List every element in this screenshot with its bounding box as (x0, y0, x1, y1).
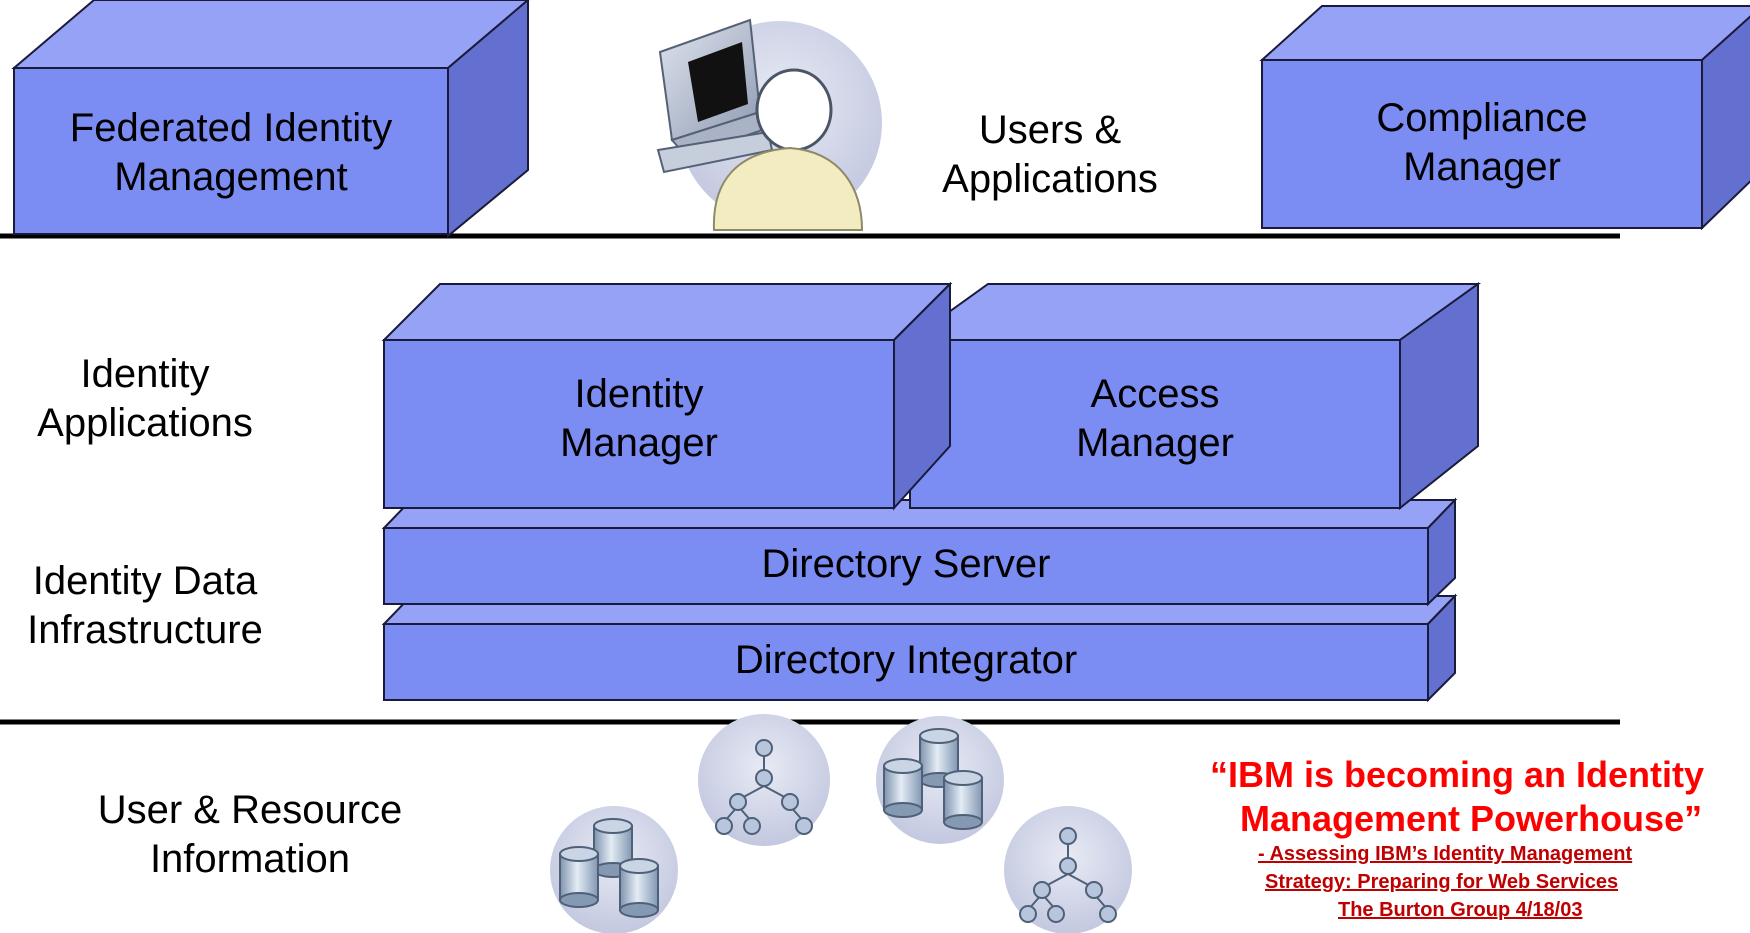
identity-data-infrastructure-label: Identity Data Infrastructure (0, 557, 290, 655)
quote-line2: Management Powerhouse” (1240, 798, 1703, 839)
users-applications-line1: Users & (978, 108, 1122, 152)
access-manager-label: Access Manager (910, 370, 1400, 468)
identity-applications-label: Identity Applications (0, 350, 290, 448)
directory-integrator-label: Directory Integrator (734, 638, 1078, 682)
identity-applications-line1: Identity (80, 352, 210, 396)
compliance-manager-line2: Manager (1403, 144, 1561, 189)
compliance-manager-box (1259, 5, 1750, 231)
access-manager-line1: Access (1090, 372, 1220, 416)
users-applications-label: Users & Applications (900, 106, 1200, 204)
identity-applications-line2: Applications (37, 400, 253, 445)
database-cylinders-icon (550, 806, 678, 933)
federated-identity-box (11, 0, 530, 239)
access-manager-line2: Manager (1076, 420, 1234, 465)
compliance-manager-line1: Compliance (1376, 96, 1588, 140)
federated-identity-line1: Federated Identity (69, 106, 393, 150)
directory-integrator-slab (381, 593, 1458, 703)
identity-manager-line1: Identity (574, 372, 704, 416)
compliance-manager-label: Compliance Manager (1262, 94, 1702, 192)
identity-manager-line2: Manager (560, 420, 718, 465)
quote-line1: “IBM is becoming an Identity (1210, 754, 1705, 795)
citation-line1: - Assessing IBM’s Identity Management (1258, 843, 1633, 865)
directory-server-label: Directory Server (761, 542, 1051, 586)
identity-manager-label: Identity Manager (384, 370, 894, 468)
user-resource-line1: User & Resource (97, 788, 403, 832)
identity-manager-box (381, 281, 953, 511)
directory-tree-icon (1004, 806, 1132, 933)
federated-identity-line2: Management (114, 154, 348, 199)
users-applications-line2: Applications (942, 156, 1158, 201)
federated-identity-label: Federated Identity Management (14, 104, 448, 202)
identity-data-line1: Identity Data (32, 559, 258, 603)
database-cylinders-icon (876, 716, 1004, 844)
citation-line3: The Burton Group 4/18/03 (1338, 899, 1583, 921)
user-resource-information-label: User & Resource Information (90, 786, 410, 884)
citation-line2: Strategy: Preparing for Web Services (1265, 871, 1619, 893)
user-at-computer-icon (656, 18, 882, 231)
access-manager-box (906, 282, 1482, 511)
identity-data-line2: Infrastructure (27, 607, 263, 652)
directory-tree-icon (698, 714, 830, 846)
user-resource-line2: Information (149, 836, 351, 881)
